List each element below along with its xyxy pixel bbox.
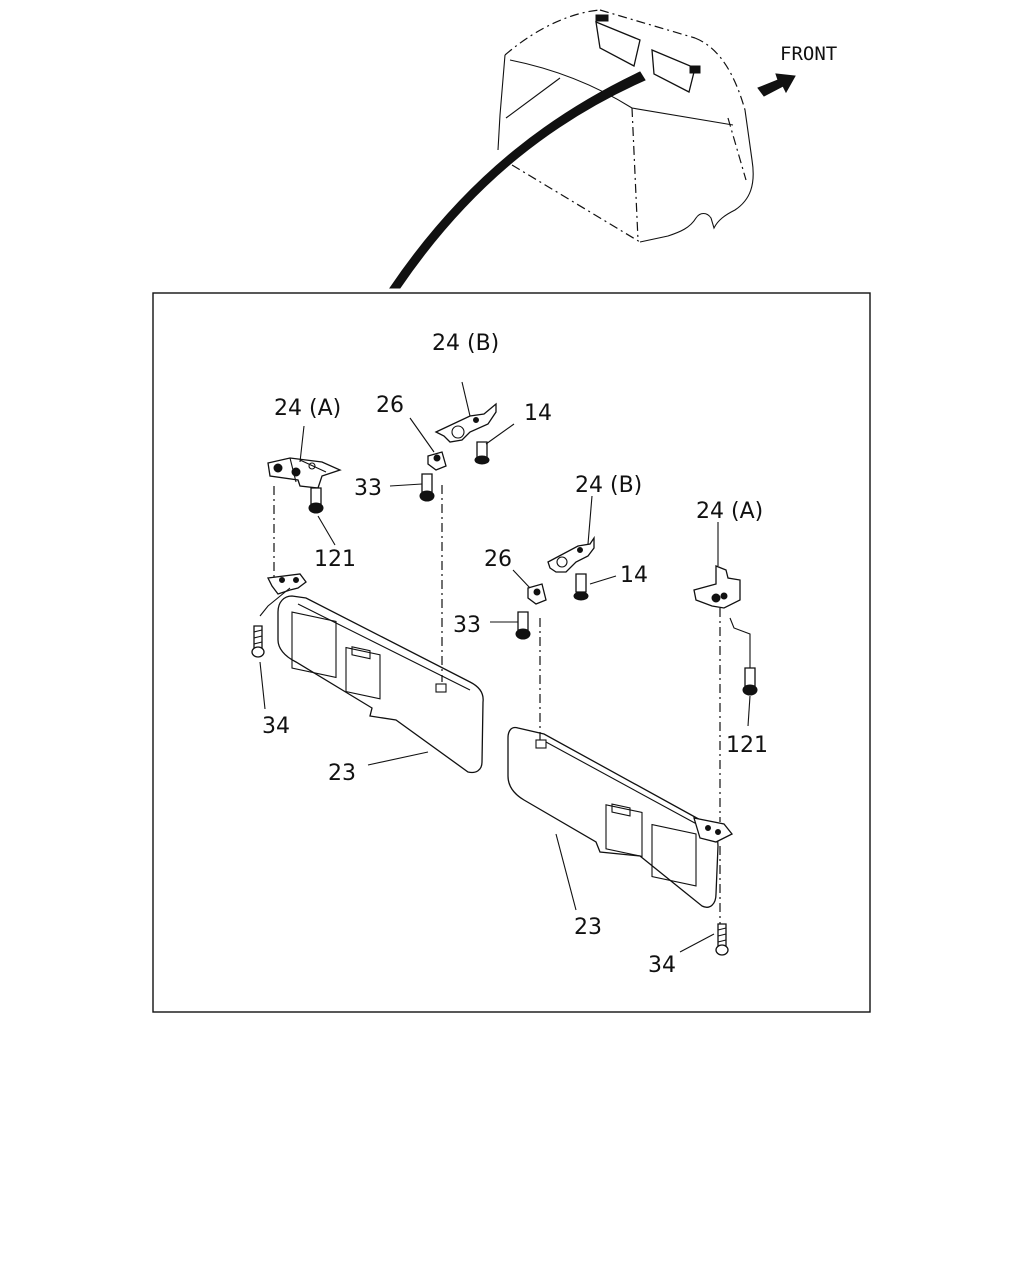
label-23-left: 23 <box>328 761 356 786</box>
label-121-right: 121 <box>726 733 768 758</box>
bracket-24b-left <box>434 402 497 443</box>
label-23-right: 23 <box>574 915 602 940</box>
screw-121-right <box>742 667 758 696</box>
screw-34-left <box>251 625 265 658</box>
callout-labels: 24 (B) 24 (A) 26 14 33 121 34 23 24 (B) … <box>262 331 768 978</box>
visor-23-left <box>267 573 484 774</box>
label-24b-right: 24 (B) <box>575 473 642 498</box>
label-14-right: 14 <box>620 563 648 588</box>
visor-23-right <box>507 726 734 908</box>
screw-14-left <box>474 441 490 465</box>
screw-34-right <box>715 923 729 956</box>
front-arrow-icon <box>757 73 796 97</box>
label-24a-right: 24 (A) <box>696 499 763 524</box>
label-33-left: 33 <box>354 476 382 501</box>
label-24a-left: 24 (A) <box>274 396 341 421</box>
right-visor-assembly <box>490 495 758 956</box>
detail-frame <box>152 292 871 1013</box>
front-indicator: FRONT <box>757 43 837 97</box>
bracket-24a-left <box>267 457 342 489</box>
screw-33-left <box>419 473 435 502</box>
label-24b-left: 24 (B) <box>432 331 499 356</box>
label-14-left: 14 <box>524 401 552 426</box>
screw-14-right <box>573 573 589 601</box>
label-26-right: 26 <box>484 547 512 572</box>
bracket-24a-right <box>693 565 741 609</box>
label-34-right: 34 <box>648 953 676 978</box>
screw-121-left <box>308 487 324 514</box>
bracket-24b-right <box>547 535 595 573</box>
clip-26-right <box>527 583 547 605</box>
screw-33-right <box>515 611 531 640</box>
label-26-left: 26 <box>376 393 404 418</box>
clip-26-left <box>427 451 447 471</box>
cab-overview <box>389 9 754 289</box>
front-label: FRONT <box>780 43 837 65</box>
label-33-right: 33 <box>453 613 481 638</box>
left-visor-assembly <box>251 381 515 774</box>
label-121-left: 121 <box>314 547 356 572</box>
label-34-left: 34 <box>262 714 290 739</box>
